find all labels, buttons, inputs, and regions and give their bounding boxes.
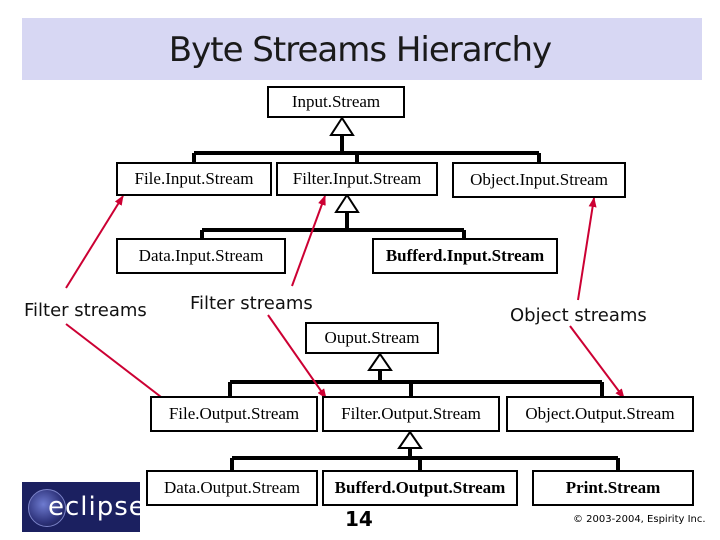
- title-band: [22, 18, 702, 80]
- output-stream-box: Ouput.Stream: [305, 322, 439, 354]
- filter-streams-label-mid: Filter streams: [190, 293, 313, 314]
- data-output-stream-box: Data.Output.Stream: [146, 470, 318, 506]
- filter-output-stream-box: Filter.Output.Stream: [322, 396, 500, 432]
- copyright-notice: © 2003-2004, Espirity Inc.: [573, 514, 706, 525]
- slide-title: Byte Streams Hierarchy: [168, 30, 552, 70]
- page-number: 14: [345, 507, 373, 531]
- filter-input-stream-box: Filter.Input.Stream: [276, 162, 438, 196]
- bufferd-input-stream-box: Bufferd.Input.Stream: [372, 238, 558, 274]
- arrow-object-down: [569, 325, 625, 399]
- file-input-stream-box: File.Input.Stream: [116, 162, 272, 196]
- bufferd-output-stream-box: Bufferd.Output.Stream: [322, 470, 518, 506]
- eclipse-orb-icon: [28, 489, 66, 527]
- inherit-triangle-filter-output: [397, 430, 423, 449]
- filter-streams-label-left: Filter streams: [24, 300, 147, 321]
- input-stream-box: Input.Stream: [267, 86, 405, 118]
- arrow-filter-left-down: [65, 323, 179, 411]
- inherit-triangle-output-root: [367, 352, 393, 371]
- eclipse-logo: eclipse: [22, 482, 145, 532]
- inherit-triangle-filter-input: [334, 193, 360, 213]
- inherit-triangle-input-root: [329, 116, 355, 136]
- arrow-object-up: [577, 197, 597, 301]
- arrow-filter-mid-down: [267, 314, 327, 399]
- object-streams-label: Object streams: [510, 305, 647, 326]
- arrow-filter-mid-up: [291, 195, 326, 287]
- data-input-stream-box: Data.Input.Stream: [116, 238, 286, 274]
- object-input-stream-box: Object.Input.Stream: [452, 162, 626, 198]
- object-output-stream-box: Object.Output.Stream: [506, 396, 694, 432]
- file-output-stream-box: File.Output.Stream: [150, 396, 318, 432]
- print-stream-box: Print.Stream: [532, 470, 694, 506]
- eclipse-logo-text: eclipse: [48, 492, 146, 522]
- arrow-filter-left-up: [65, 195, 124, 289]
